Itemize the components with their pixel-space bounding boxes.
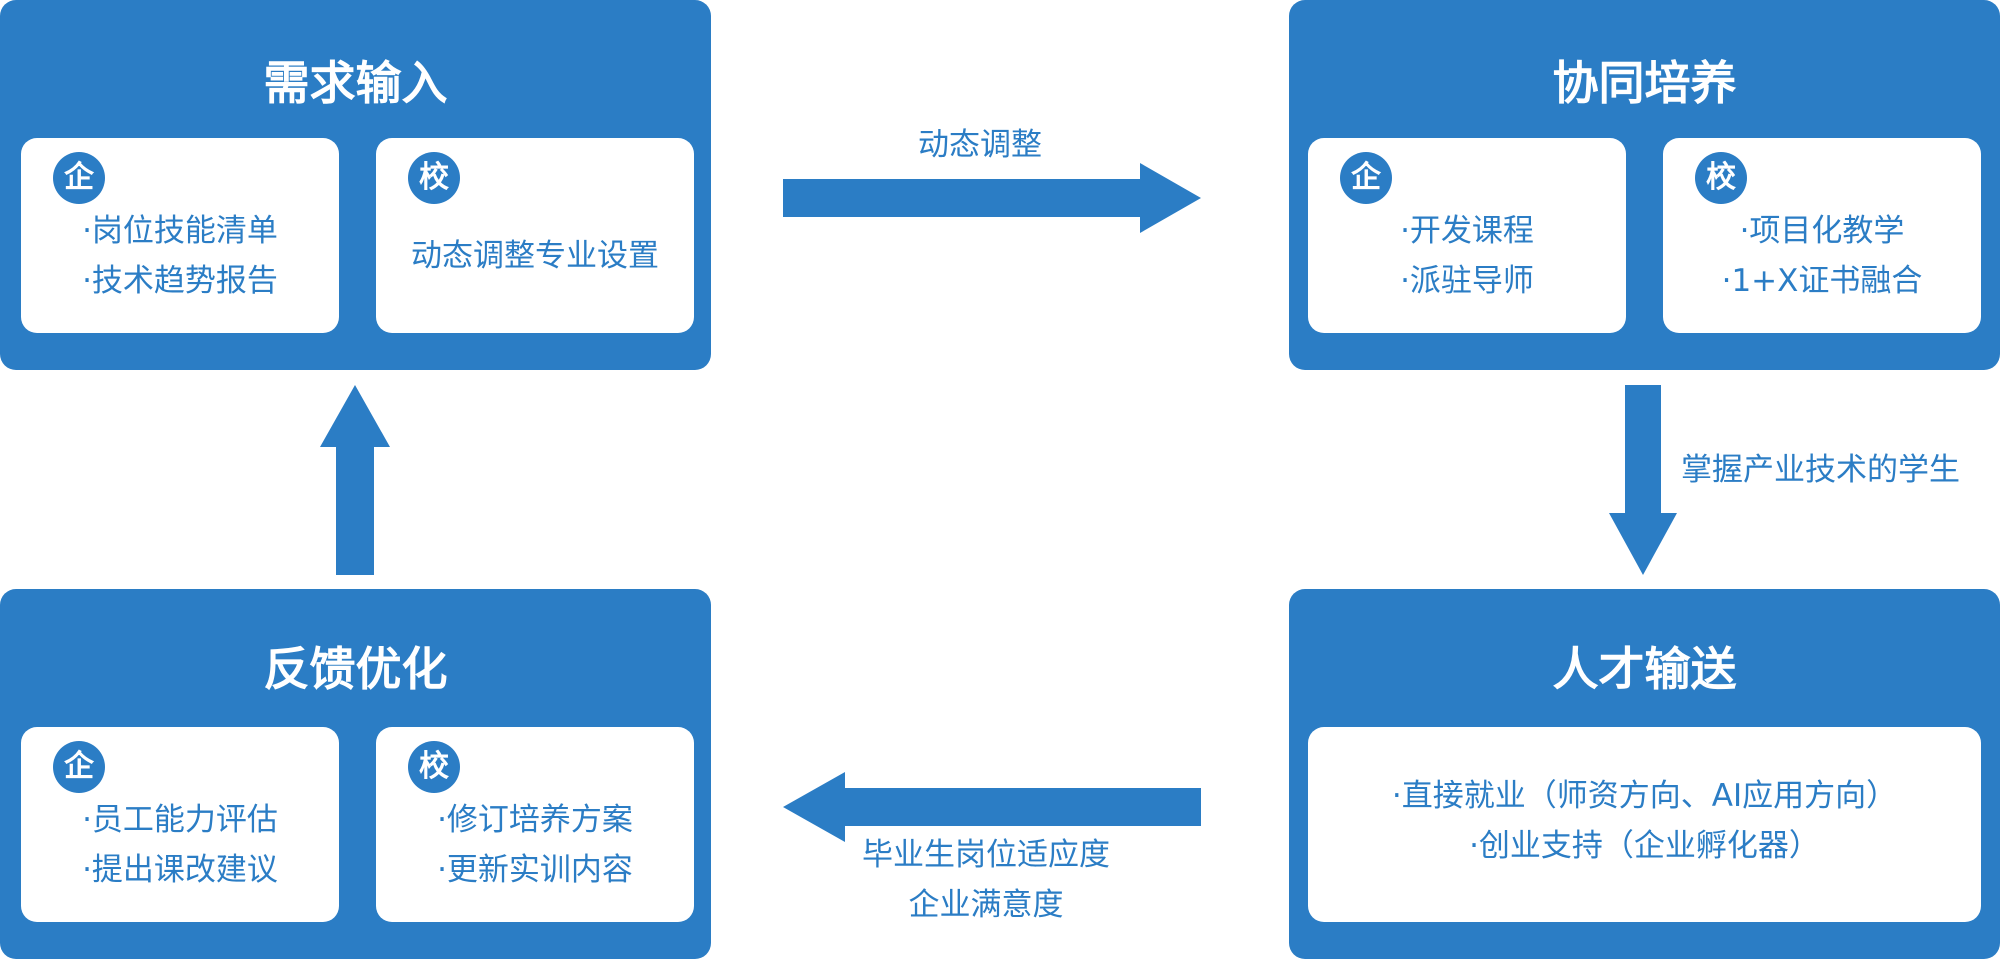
flow-label-right: 掌握产业技术的学生 bbox=[1681, 452, 1960, 488]
panel-title: 人才输送 bbox=[1552, 642, 1737, 696]
arrow-down-icon bbox=[1609, 385, 1677, 575]
enterprise-badge: 企 bbox=[1340, 152, 1392, 204]
list-item: 动态调整专业设置 bbox=[411, 238, 659, 274]
talent-delivery-panel: 人才输送 ·直接就业（师资方向、AI应用方向） ·创业支持（企业孵化器） bbox=[1289, 589, 2000, 959]
item-list: ·员工能力评估 ·提出课改建议 bbox=[21, 795, 339, 895]
flow-label-line: 毕业生岗位适应度 bbox=[862, 837, 1110, 873]
item-list: ·岗位技能清单 ·技术趋势报告 bbox=[21, 206, 339, 306]
list-item: ·直接就业（师资方向、AI应用方向） bbox=[1391, 778, 1898, 814]
list-item: ·提出课改建议 bbox=[82, 852, 278, 888]
list-item: ·派驻导师 bbox=[1400, 263, 1534, 299]
school-badge: 校 bbox=[408, 152, 460, 204]
school-badge: 校 bbox=[1695, 152, 1747, 204]
school-card: 校 动态调整专业设置 bbox=[376, 138, 694, 333]
list-item: ·创业支持（企业孵化器） bbox=[1469, 828, 1820, 864]
item-list: ·开发课程 ·派驻导师 bbox=[1308, 206, 1626, 306]
delivery-card: ·直接就业（师资方向、AI应用方向） ·创业支持（企业孵化器） bbox=[1308, 727, 1981, 922]
flow-label-top: 动态调整 bbox=[918, 127, 1042, 163]
list-item: ·岗位技能清单 bbox=[82, 213, 278, 249]
arrow-right-icon bbox=[783, 163, 1201, 233]
flow-label-bottom: 毕业生岗位适应度 企业满意度 bbox=[850, 830, 1122, 930]
school-card: 校 ·修订培养方案 ·更新实训内容 bbox=[376, 727, 694, 922]
enterprise-badge: 企 bbox=[53, 741, 105, 793]
panel-title: 协同培养 bbox=[1552, 56, 1737, 110]
list-item: ·1+X证书融合 bbox=[1721, 263, 1923, 299]
list-item: ·修订培养方案 bbox=[437, 802, 633, 838]
arrow-up-icon bbox=[320, 385, 390, 575]
item-list: ·修订培养方案 ·更新实训内容 bbox=[376, 795, 694, 895]
panel-title: 需求输入 bbox=[263, 56, 448, 110]
school-card: 校 ·项目化教学 ·1+X证书融合 bbox=[1663, 138, 1981, 333]
list-item: ·技术趋势报告 bbox=[82, 263, 278, 299]
school-badge: 校 bbox=[408, 741, 460, 793]
demand-input-panel: 需求输入 企 ·岗位技能清单 ·技术趋势报告 校 动态调整专业设置 bbox=[0, 0, 711, 370]
collaborative-training-panel: 协同培养 企 ·开发课程 ·派驻导师 校 ·项目化教学 ·1+X证书融合 bbox=[1289, 0, 2000, 370]
list-item: ·更新实训内容 bbox=[437, 852, 633, 888]
enterprise-badge: 企 bbox=[53, 152, 105, 204]
item-list: ·项目化教学 ·1+X证书融合 bbox=[1663, 206, 1981, 306]
flow-label-line: 企业满意度 bbox=[908, 887, 1064, 923]
item-list: ·直接就业（师资方向、AI应用方向） ·创业支持（企业孵化器） bbox=[1308, 771, 1981, 871]
panel-title: 反馈优化 bbox=[263, 642, 448, 696]
list-item: ·项目化教学 bbox=[1739, 213, 1905, 249]
feedback-optimization-panel: 反馈优化 企 ·员工能力评估 ·提出课改建议 校 ·修订培养方案 ·更新实训内容 bbox=[0, 589, 711, 959]
list-item: ·开发课程 bbox=[1400, 213, 1534, 249]
list-item: ·员工能力评估 bbox=[82, 802, 278, 838]
enterprise-card: 企 ·员工能力评估 ·提出课改建议 bbox=[21, 727, 339, 922]
enterprise-card: 企 ·开发课程 ·派驻导师 bbox=[1308, 138, 1626, 333]
item-list: 动态调整专业设置 bbox=[376, 231, 694, 281]
arrow-left-icon bbox=[783, 772, 1201, 842]
enterprise-card: 企 ·岗位技能清单 ·技术趋势报告 bbox=[21, 138, 339, 333]
